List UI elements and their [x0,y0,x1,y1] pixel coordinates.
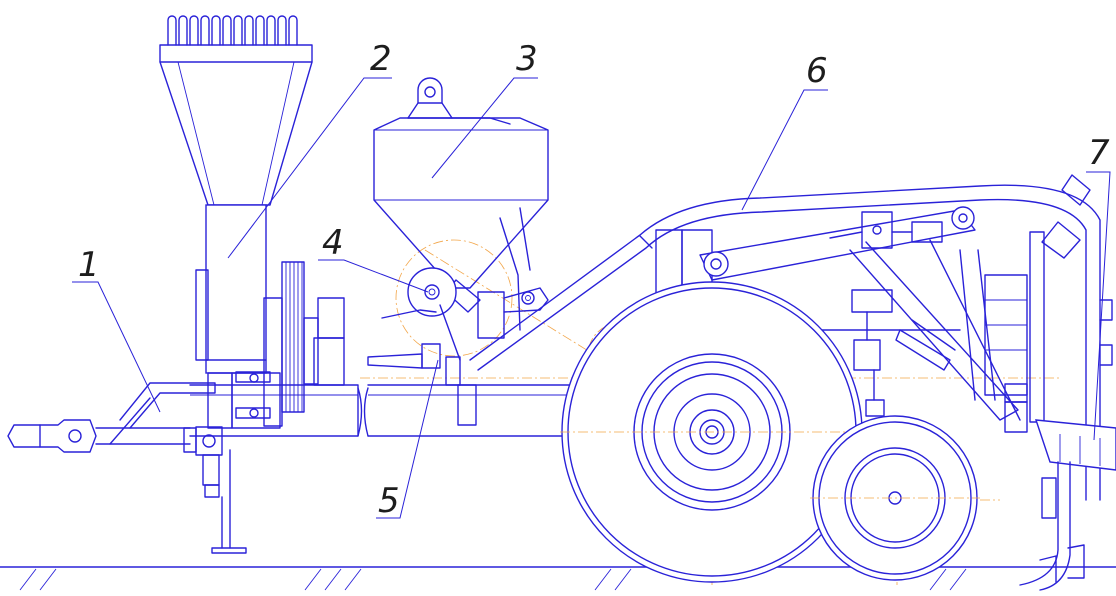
rear-linkage [655,206,1113,433]
drive-pulleys [235,261,345,427]
diffuser-5 [367,343,477,426]
callout-3: 3 [516,39,538,79]
hopper-2 [159,15,313,429]
main-wheel [560,281,864,583]
callout-6: 6 [806,51,828,91]
metering-unit-4 [381,267,549,361]
callout-1: 1 [78,245,100,285]
callouts: 1 2 3 4 5 6 7 [78,39,1110,521]
gauge-wheel [810,415,980,581]
callout-4: 4 [322,223,344,263]
parking-stand [183,426,247,554]
opener-7 [1019,419,1116,591]
callout-leaders [72,77,1111,519]
callout-7: 7 [1088,133,1110,173]
air-duct-6 [469,174,1101,501]
callout-5: 5 [378,481,400,521]
callout-2: 2 [370,39,392,79]
ground-line [0,566,1116,591]
hopper-3 [373,77,549,331]
